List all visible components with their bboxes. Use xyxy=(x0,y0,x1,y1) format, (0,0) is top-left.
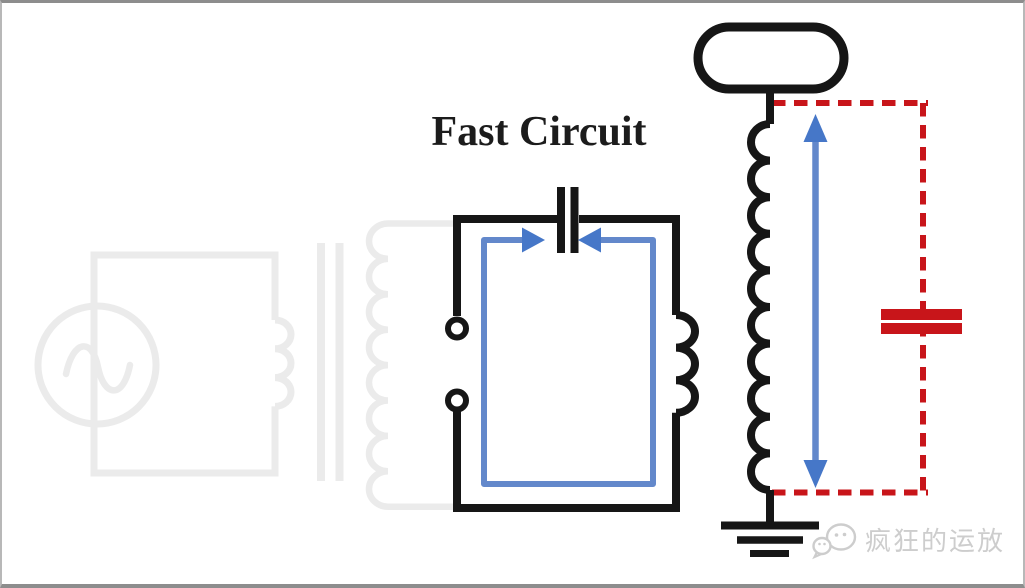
watermark: 疯狂的运放 xyxy=(812,523,1005,561)
watermark-text: 疯狂的运放 xyxy=(865,527,1006,557)
current-arrow-left-icon xyxy=(578,227,601,253)
transformer-core-bar-left xyxy=(317,243,325,481)
transformer-core-bar-right xyxy=(335,243,344,481)
ac-source-icon xyxy=(34,302,160,428)
current-loop-arrows xyxy=(481,227,656,487)
watermark-bubble-large xyxy=(825,523,857,551)
current-loop-path xyxy=(481,237,656,487)
fast-circuit-loop xyxy=(445,187,699,512)
secondary-span-arrow xyxy=(803,114,828,488)
watermark-eye-1 xyxy=(834,533,839,537)
diagram-title: Fast Circuit xyxy=(431,109,647,155)
tank-wire-top-left xyxy=(453,215,557,316)
tank-wire-top-right xyxy=(579,215,680,315)
tank-wire-bottom xyxy=(453,410,680,512)
watermark-bubble-small xyxy=(812,536,832,556)
watermark-eye-4 xyxy=(823,542,826,546)
dashed-boundary xyxy=(772,100,962,496)
span-arrow-up-icon xyxy=(803,114,828,142)
transformer-secondary-winding xyxy=(365,220,453,510)
secondary-circuit xyxy=(693,22,849,557)
watermark-eye-2 xyxy=(842,532,847,537)
watermark-eye-3 xyxy=(818,542,821,546)
span-arrow-down-icon xyxy=(803,460,828,488)
toroid-topload xyxy=(693,22,849,94)
sine-wave-icon xyxy=(62,343,134,394)
transformer-primary-winding xyxy=(274,316,295,410)
circuit-diagram xyxy=(34,22,962,557)
spark-gap-electrode-top xyxy=(445,316,469,341)
ac-loop-wire xyxy=(90,251,279,477)
primary-coil xyxy=(675,311,699,417)
spark-gap-electrode-bottom xyxy=(445,388,469,413)
chat-bubbles-face-icon xyxy=(812,523,857,560)
current-arrow-right-icon xyxy=(522,227,545,253)
secondary-coil xyxy=(747,120,771,494)
input-circuit-faded xyxy=(34,220,453,510)
